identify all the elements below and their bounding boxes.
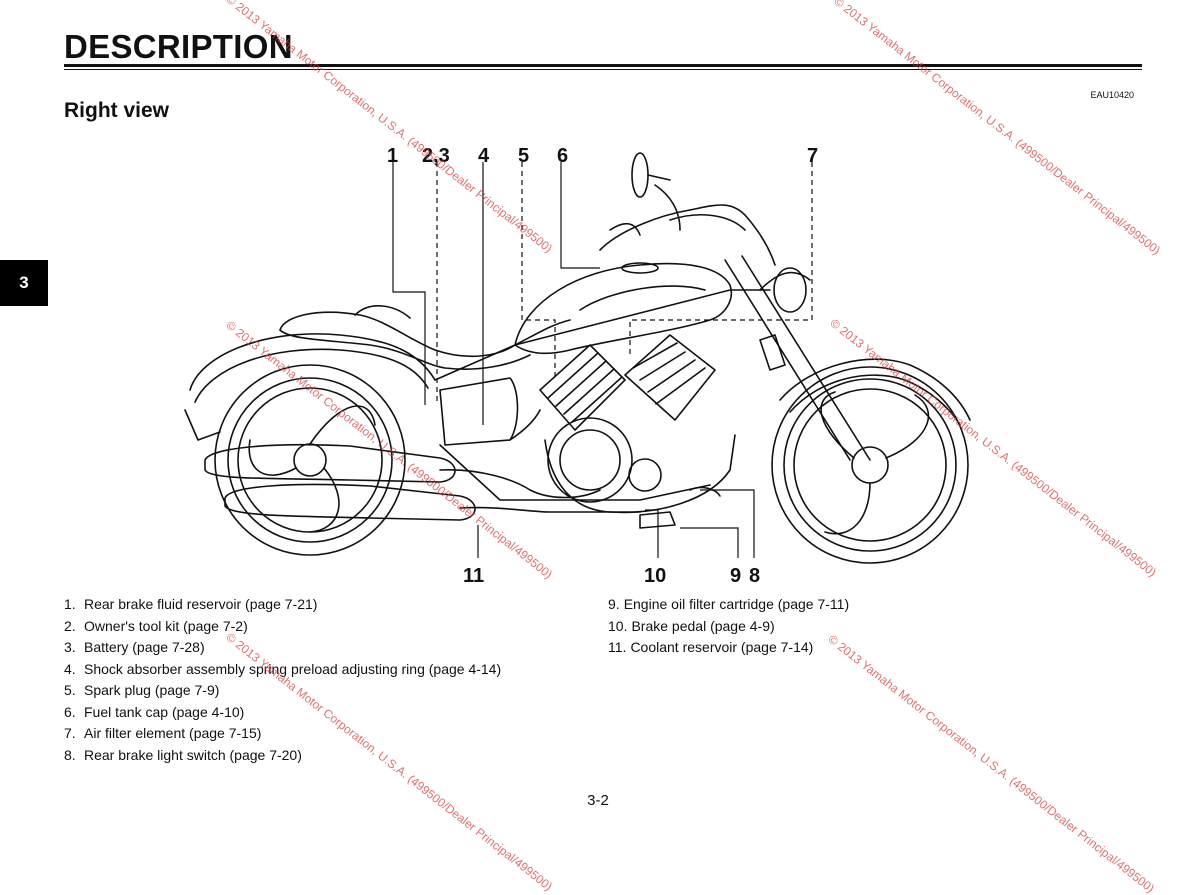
legend-item: 10.Brake pedal (page 4-9) [608, 616, 849, 638]
legend-number: 7. [64, 725, 76, 741]
fuel-tank [514, 262, 732, 355]
callout-10: 10 [644, 565, 667, 587]
legend-number: 10. [608, 617, 628, 634]
side-cover [439, 377, 519, 446]
callout-8: 8 [749, 565, 761, 587]
front-fender [779, 358, 971, 421]
legend-text: Coolant reservoir (page 7-14) [630, 639, 814, 655]
legend-text: Rear brake fluid reservoir (page 7-21) [84, 596, 318, 612]
legend-item: 3. Battery (page 7-28) [64, 637, 501, 659]
legend-number: 5. [64, 682, 76, 698]
legend-number: 9. [608, 596, 620, 612]
legend-item: 1. Rear brake fluid reservoir (page 7-21) [64, 594, 501, 616]
legend-text: Air filter element (page 7-15) [84, 725, 262, 741]
chapter-tab: 3 [0, 260, 48, 306]
seat [279, 311, 571, 358]
exhaust [204, 409, 641, 521]
page-number: 3-2 [587, 792, 609, 809]
document-code: EAU10420 [1090, 90, 1134, 100]
legend-number: 2. [64, 617, 76, 634]
legend-number: 8. [64, 746, 76, 763]
callout-4: 4 [478, 145, 490, 167]
callout-9: 9 [730, 565, 742, 587]
legend-text: Spark plug (page 7-9) [84, 682, 220, 698]
legend-item: 2. Owner's tool kit (page 7-2) [64, 616, 501, 638]
title-rule-thick [64, 64, 1142, 67]
legend-text: Engine oil filter cartridge (page 7-11) [623, 596, 850, 612]
legend-number: 4. [64, 660, 76, 677]
legend-text: Brake pedal (page 4-9) [631, 617, 775, 634]
callout-11: 11 [463, 565, 485, 587]
legend-text: Battery (page 7-28) [84, 639, 205, 655]
legend-number: 1. [64, 596, 76, 612]
legend-text: Fuel tank cap (page 4-10) [84, 703, 245, 720]
callout-1: 1 [387, 145, 399, 167]
callout-6: 6 [557, 145, 569, 167]
page-title: DESCRIPTION [64, 28, 293, 65]
rear-wheel [214, 364, 406, 556]
legend-left: 1. Rear brake fluid reservoir (page 7-21)… [64, 594, 501, 766]
legend-item: 9.Engine oil filter cartridge (page 7-11… [608, 594, 849, 616]
callout-2-3: 2,3 [422, 145, 450, 167]
legend-item: 8. Rear brake light switch (page 7-20) [64, 745, 501, 767]
legend-right: 9.Engine oil filter cartridge (page 7-11… [608, 594, 849, 659]
legend-number: 6. [64, 703, 76, 720]
front-fork [724, 255, 871, 461]
legend-item: 11.Coolant reservoir (page 7-14) [608, 637, 849, 659]
legend-number: 3. [64, 639, 76, 655]
legend-item: 4. Shock absorber assembly spring preload… [64, 659, 501, 681]
callout-7: 7 [807, 145, 819, 167]
section-title: Right view [64, 99, 170, 122]
legend-text: Shock absorber assembly spring preload a… [84, 660, 502, 677]
watermark: © 2013 Yamaha Motor Corporation, U.S.A. … [825, 632, 1158, 895]
legend-text: Owner's tool kit (page 7-2) [84, 617, 248, 634]
legend-item: 5. Spark plug (page 7-9) [64, 680, 501, 702]
handlebar [599, 152, 776, 266]
title-rule-thin [64, 69, 1142, 70]
motorcycle-right-view-illustration [184, 152, 971, 564]
legend-text: Rear brake light switch (page 7-20) [84, 746, 302, 763]
legend-number: 11. [608, 639, 627, 655]
legend-item: 6. Fuel tank cap (page 4-10) [64, 702, 501, 724]
legend-item: 7. Air filter element (page 7-15) [64, 723, 501, 745]
callout-5: 5 [518, 145, 530, 167]
